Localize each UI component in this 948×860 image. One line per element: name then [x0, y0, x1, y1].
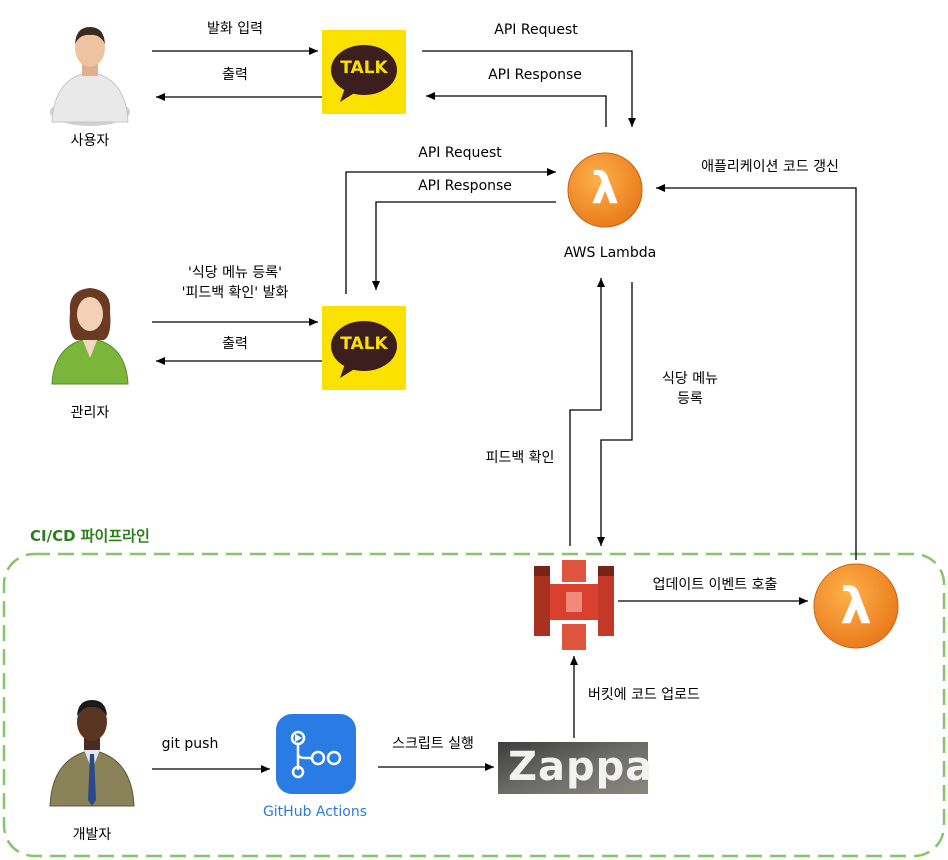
arrow-api-response-top — [426, 92, 607, 127]
kakaotalk-icon-admin — [322, 306, 406, 390]
api-response-top-label: API Response — [488, 67, 582, 83]
menu-register-label-line1: 식당 메뉴 — [662, 371, 718, 387]
lambda-icon-pipeline — [813, 563, 899, 649]
kakaotalk-logo-text-user: TALK — [340, 58, 388, 78]
lambda-symbol-main: λ — [591, 163, 619, 214]
user-output-label: 출력 — [222, 67, 248, 83]
update-event-label: 업데이트 이벤트 호출 — [652, 577, 778, 593]
arrow-api-request-top — [422, 50, 636, 127]
developer-avatar — [49, 700, 135, 807]
admin-input-label-line2: '피드백 확인' 발화 — [181, 285, 289, 301]
api-request-top-label: API Request — [494, 22, 578, 38]
admin-input-label-line1: '식당 메뉴 등록' — [188, 265, 282, 281]
arrow-api-response-mid — [372, 201, 556, 290]
feedback-check-label: 피드백 확인 — [485, 450, 555, 466]
git-push-label: git push — [161, 736, 219, 752]
arrow-app-code-update — [656, 184, 857, 560]
developer-label: 개발자 — [72, 827, 112, 843]
kakaotalk-logo-text-admin: TALK — [340, 334, 388, 354]
arrow-api-request-mid — [345, 168, 556, 294]
aws-lambda-label: AWS Lambda — [563, 245, 657, 261]
script-run-label: 스크립트 실행 — [392, 736, 474, 752]
admin-output-label: 출력 — [222, 336, 248, 352]
github-actions-label: GitHub Actions — [262, 804, 368, 820]
bucket-upload-label: 버킷에 코드 업로드 — [588, 687, 700, 703]
menu-register-label-line2: 등록 — [677, 391, 703, 407]
user-input-label: 발화 입력 — [207, 21, 263, 37]
arrow-feedback-check — [569, 278, 605, 546]
arrow-menu-register — [597, 282, 633, 546]
github-actions-icon — [276, 714, 356, 794]
lambda-icon-main — [567, 152, 643, 228]
app-code-update-label: 애플리케이션 코드 갱신 — [701, 159, 839, 175]
cicd-pipeline-box — [2, 552, 946, 858]
arrows — [152, 47, 857, 773]
lambda-symbol-pipeline: λ — [840, 577, 872, 635]
user-label: 사용자 — [70, 133, 110, 149]
s3-bucket-icon — [534, 560, 614, 650]
user-avatar — [50, 27, 130, 126]
kakaotalk-icon-user — [322, 30, 406, 114]
admin-label: 관리자 — [70, 405, 110, 421]
admin-avatar — [51, 288, 129, 385]
zappa-logo — [498, 742, 648, 794]
api-request-mid-label: API Request — [418, 145, 502, 161]
cicd-pipeline-title: CI/CD 파이프라인 — [30, 527, 150, 545]
zappa-logo-text: Zappa — [508, 744, 654, 790]
api-response-mid-label: API Response — [418, 178, 512, 194]
